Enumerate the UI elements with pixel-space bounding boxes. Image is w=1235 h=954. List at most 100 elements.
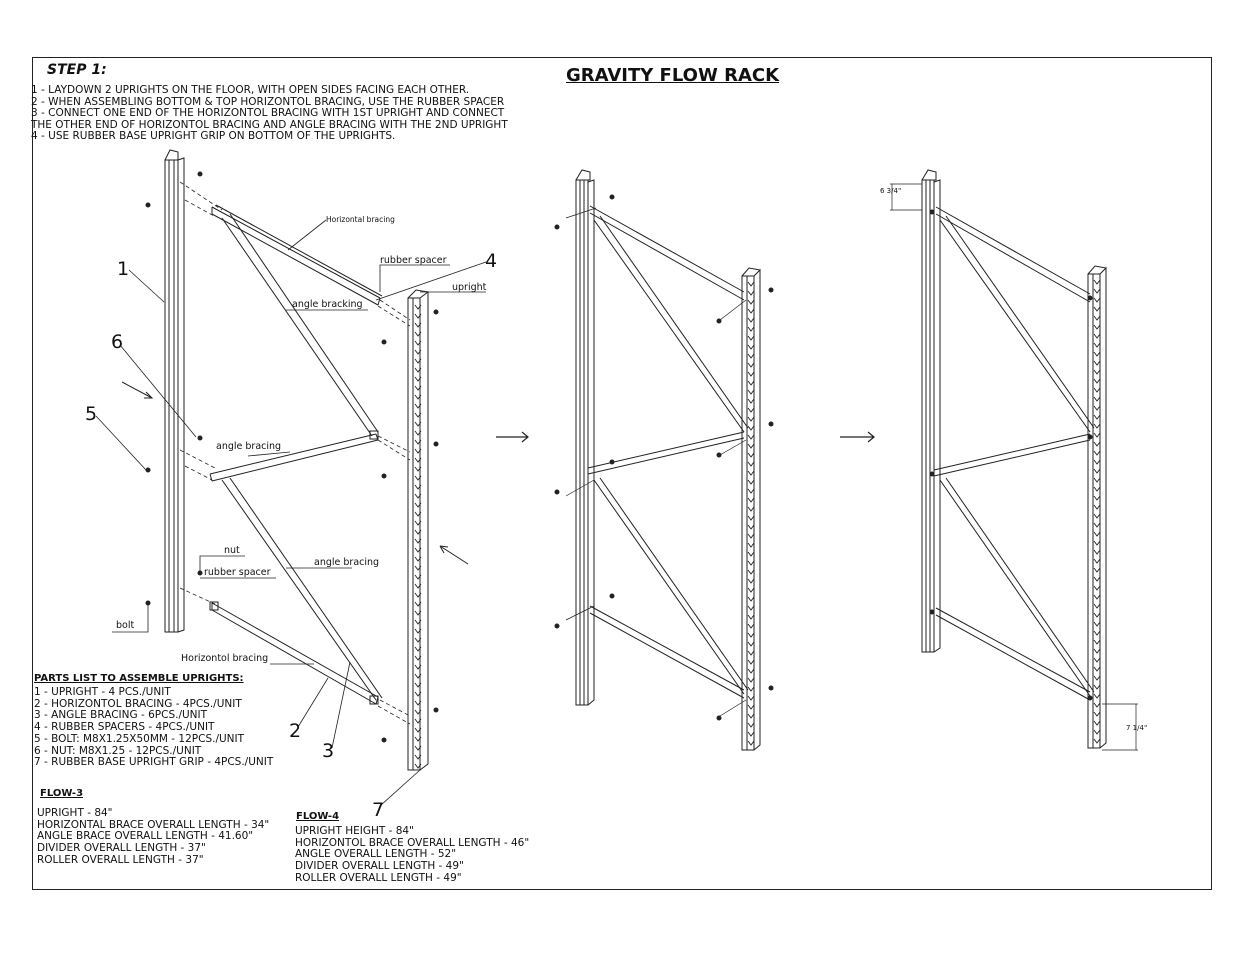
perforation-slot [414, 367, 422, 373]
perforation-slot [1093, 630, 1101, 636]
perforation-slot [747, 380, 755, 386]
instruction-line: 4 - USE RUBBER BASE UPRIGHT GRIP ON BOTT… [31, 130, 396, 143]
upright-left-exploded [164, 149, 185, 633]
perforation-slot [1093, 657, 1101, 663]
perforation-slot [414, 511, 422, 517]
callout-7: 7 [372, 799, 385, 821]
angle-bracing-lower [221, 477, 383, 701]
list-item: 1 - UPRIGHT - 4 PCS./UNIT [34, 686, 171, 698]
step-title: STEP 1: [47, 62, 107, 78]
middle-fasteners [554, 194, 774, 721]
list-item: ANGLE BRACE OVERALL LENGTH - 41.60" [37, 830, 254, 843]
flow-arrow-1 [496, 431, 529, 443]
perforation-slot [747, 299, 755, 305]
assembled-upright-perforations [1093, 279, 1101, 744]
perforation-slot [747, 290, 755, 296]
perforation-slot [747, 578, 755, 584]
callout-5: 5 [85, 403, 98, 425]
list-item: ROLLER OVERALL LENGTH - 49" [295, 871, 462, 884]
perforation-slot [747, 470, 755, 476]
perforation-slot [747, 389, 755, 395]
list-item: 6 - NUT: M8X1.25 - 12PCS./UNIT [34, 744, 202, 757]
perforation-slot [747, 353, 755, 359]
perforation-slot [1093, 738, 1101, 744]
perforation-slot [414, 376, 422, 382]
perforation-slot [747, 488, 755, 494]
perforation-slot [747, 335, 755, 341]
perforation-slot [747, 281, 755, 287]
list-item: 4 - RUBBER SPACERS - 4PCS./UNIT [34, 721, 215, 734]
perforation-slot [747, 596, 755, 602]
perforation-slot [1093, 306, 1101, 312]
label-rubber-spacer-bottom: rubber spacer [204, 567, 271, 578]
flow3-specs: UPRIGHT - 84" HORIZONTAL BRACE OVERALL L… [37, 807, 269, 867]
perforation-slot [1093, 567, 1101, 573]
perforation-slot [414, 385, 422, 391]
perforation-slot [747, 659, 755, 665]
perforation-slot [414, 403, 422, 409]
perforation-slot [1093, 513, 1101, 519]
list-item: 7 - RUBBER BASE UPRIGHT GRIP - 4PCS./UNI… [34, 756, 274, 769]
perforation-slot [1093, 675, 1101, 681]
direction-arrows [121, 381, 469, 565]
perforation-slot [747, 713, 755, 719]
perforation-slot [414, 700, 422, 706]
perforation-slot [747, 560, 755, 566]
perforation-slot [747, 407, 755, 413]
upright-perforations [414, 304, 422, 769]
instruction-line: THE OTHER END OF HORIZONTOL BRACING AND … [31, 118, 508, 131]
perforation-slot [414, 547, 422, 553]
perforation-slot [747, 326, 755, 332]
label-nut: nut [224, 545, 240, 556]
perforation-slot [414, 313, 422, 319]
perforation-slot [1093, 432, 1101, 438]
perforation-slot [414, 709, 422, 715]
instruction-line: 2 - WHEN ASSEMBLING BOTTOM & TOP HORIZON… [31, 95, 505, 108]
perforation-slot [414, 466, 422, 472]
perforation-slot [1093, 666, 1101, 672]
perforation-slot [1093, 477, 1101, 483]
angle-bracing-upper [221, 213, 379, 437]
perforation-slot [1093, 459, 1101, 465]
perforation-slot [1093, 693, 1101, 699]
perforation-slot [1093, 540, 1101, 546]
perforation-slot [414, 682, 422, 688]
perforation-slot [747, 425, 755, 431]
perforation-slot [414, 655, 422, 661]
perforation-slot [747, 722, 755, 728]
perforation-slot [1093, 423, 1101, 429]
perforation-slot [747, 506, 755, 512]
perforation-slot [747, 524, 755, 530]
label-horizontal-bracing-top: Horizontal bracing [326, 215, 395, 224]
perforation-slot [414, 484, 422, 490]
perforation-slot [1093, 531, 1101, 537]
perforation-slot [747, 416, 755, 422]
callout-1: 1 [117, 258, 130, 280]
middle-upright-perforations [747, 281, 755, 746]
upright-right-exploded [407, 289, 429, 771]
perforation-slot [747, 614, 755, 620]
perforation-slot [414, 664, 422, 670]
perforation-slot [1093, 684, 1101, 690]
perforation-slot [747, 686, 755, 692]
perforation-slot [747, 605, 755, 611]
perforation-slot [414, 673, 422, 679]
perforation-slot [1093, 297, 1101, 303]
perforation-slot [747, 668, 755, 674]
instruction-line: 1 - LAYDOWN 2 UPRIGHTS ON THE FLOOR, WIT… [31, 84, 470, 96]
perforation-slot [747, 704, 755, 710]
flow3-heading: FLOW-3 [40, 788, 84, 799]
perforation-slot [414, 565, 422, 571]
perforation-slot [1093, 639, 1101, 645]
label-angle-bracking: angle bracking [292, 299, 363, 310]
perforation-slot [1093, 720, 1101, 726]
list-item: ANGLE OVERALL LENGTH - 52" [295, 848, 457, 861]
perforation-slot [1093, 594, 1101, 600]
perforation-slot [414, 340, 422, 346]
instruction-line: 3 - CONNECT ONE END OF THE HORIZONTOL BR… [31, 107, 505, 120]
dimension-bottom [1102, 703, 1138, 751]
perforation-slot [747, 443, 755, 449]
perforation-slot [747, 362, 755, 368]
perforation-slot [747, 569, 755, 575]
